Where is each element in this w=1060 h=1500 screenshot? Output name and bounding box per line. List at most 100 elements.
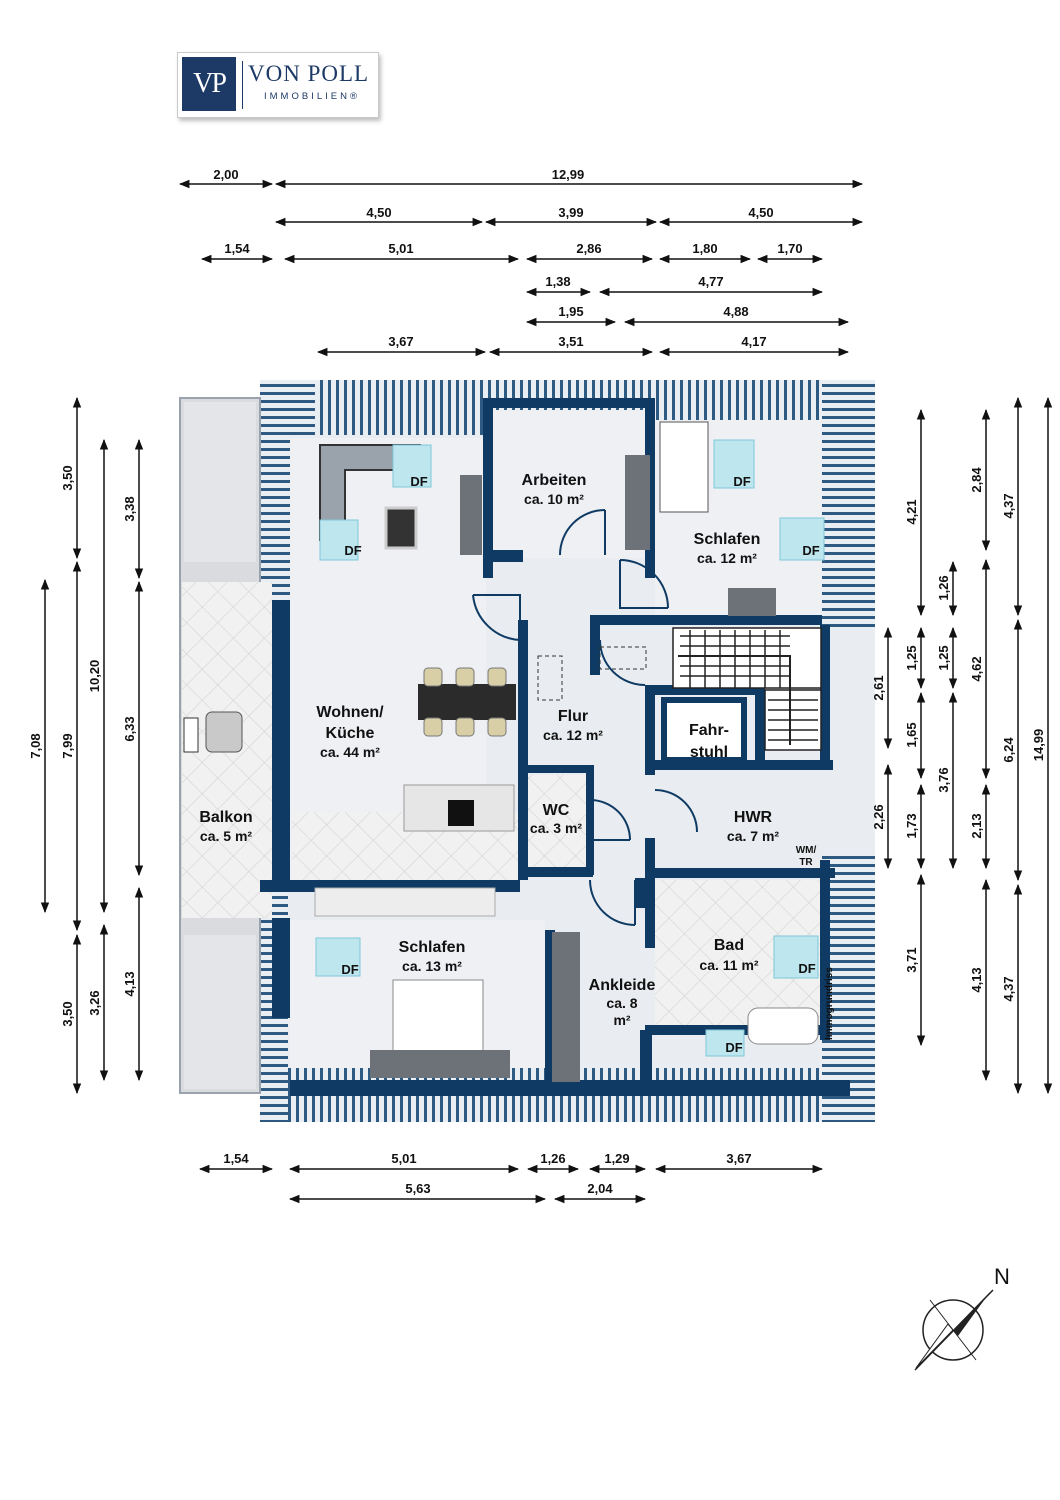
room-area-bad: ca. 11 m² <box>699 957 758 973</box>
dimension-label: 1,29 <box>604 1151 629 1166</box>
dimension-label: 3,50 <box>60 465 75 490</box>
dimension-label: 2,26 <box>871 804 886 829</box>
washer-label-line1: WM/ <box>796 845 817 856</box>
skylight-label: DF <box>344 543 361 558</box>
room-area-balkon: ca. 5 m² <box>200 828 252 844</box>
room-name-wc: WC <box>543 802 570 819</box>
logo-name: VON POLL <box>248 61 370 86</box>
room-area-arbeiten: ca. 10 m² <box>524 491 584 507</box>
dimension-label: 4,62 <box>969 656 984 681</box>
dimension-label: 4,50 <box>366 205 391 220</box>
dimension-label: 4,37 <box>1001 976 1016 1001</box>
elevator <box>661 697 747 763</box>
room-area-hwr: ca. 7 m² <box>727 828 779 844</box>
room-wc <box>527 775 587 868</box>
dimension-label: 3,38 <box>122 496 137 521</box>
dimension-label: 7,08 <box>28 733 43 758</box>
room-name-bad: Bad <box>714 937 744 954</box>
dimension-label: 4,13 <box>969 967 984 992</box>
dimension-label: 3,76 <box>936 767 951 792</box>
balcony-roof-top <box>184 402 256 562</box>
room-name-schlafen-top: Schlafen <box>694 531 761 548</box>
compass-icon <box>914 1289 994 1371</box>
dimension-label: 1,25 <box>904 645 919 670</box>
balcony-roof-bottom <box>184 935 256 1089</box>
room-arbeiten <box>490 410 650 558</box>
room-name-arbeiten: Arbeiten <box>522 472 587 489</box>
dimension-label: 1,25 <box>936 645 951 670</box>
roof-slope-right-top <box>822 380 875 630</box>
dimension-label: 1,73 <box>904 813 919 838</box>
skylight-label: DF <box>798 961 815 976</box>
dimension-label: 4,13 <box>122 971 137 996</box>
dimension-label: 3,26 <box>87 990 102 1015</box>
elevator-label-line2: stuhl <box>690 744 728 761</box>
room-name-wohnen-line1: Wohnen/ <box>316 704 384 721</box>
skylight-label: DF <box>341 962 358 977</box>
dimension-label: 3,67 <box>388 334 413 349</box>
dimension-label: 2,00 <box>213 167 238 182</box>
dimension-label: 4,50 <box>748 205 773 220</box>
room-name-ankleide: Ankleide <box>589 977 656 994</box>
dimension-label: 14,99 <box>1031 729 1046 762</box>
dimension-label: 2,04 <box>587 1181 613 1196</box>
dimension-label: 1,38 <box>545 274 570 289</box>
dimension-label: 2,84 <box>969 467 984 493</box>
dimension-label: 4,88 <box>723 304 748 319</box>
door-swings <box>472 509 698 926</box>
dimension-lines <box>40 179 1053 1204</box>
logo-mark: VP <box>182 57 236 111</box>
dimension-label: 3,50 <box>60 1001 75 1026</box>
dimension-label: 4,17 <box>741 334 766 349</box>
dimension-label: 4,37 <box>1001 493 1016 518</box>
dimension-label: 5,01 <box>388 241 413 256</box>
skylight-label: DF <box>802 543 819 558</box>
skylights <box>315 439 825 1057</box>
room-name-schlafen-bottom: Schlafen <box>399 939 466 956</box>
room-name-hwr: HWR <box>734 809 773 826</box>
skylight-label: DF <box>410 474 427 489</box>
logo-subtitle: IMMOBILIEN® <box>264 91 360 102</box>
logo-separator <box>242 61 243 109</box>
watermark-text: Immogrundriss <box>824 967 835 1040</box>
dimension-label: 3,71 <box>904 947 919 972</box>
north-label: N <box>994 1264 1010 1289</box>
dimension-label: 3,67 <box>726 1151 751 1166</box>
room-area-wohnen: ca. 44 m² <box>320 744 380 760</box>
dimension-label: 5,01 <box>391 1151 416 1166</box>
dimension-label: 1,95 <box>558 304 583 319</box>
dimension-label: 1,54 <box>224 241 250 256</box>
dimension-label: 1,54 <box>223 1151 249 1166</box>
dimension-label: 4,77 <box>698 274 723 289</box>
room-name-flur: Flur <box>558 708 588 725</box>
dimension-label: 10,20 <box>87 660 102 693</box>
elevator-label-line1: Fahr- <box>689 722 729 739</box>
dimension-label: 2,86 <box>576 241 601 256</box>
room-area-schlafen-top: ca. 12 m² <box>697 550 757 566</box>
skylight-label: DF <box>725 1040 742 1055</box>
room-area-wc: ca. 3 m² <box>530 820 582 836</box>
dimension-label: 3,51 <box>558 334 583 349</box>
room-area-schlafen-bottom: ca. 13 m² <box>402 958 462 974</box>
dimension-label: 3,99 <box>558 205 583 220</box>
dimension-label: 1,70 <box>777 241 802 256</box>
dimension-label: 7,99 <box>60 733 75 758</box>
room-name-wohnen-line2: Küche <box>326 725 375 742</box>
dimension-label: 2,61 <box>871 675 886 700</box>
dimension-label: 6,33 <box>122 716 137 741</box>
room-area-ankleide-line2: m² <box>613 1012 630 1028</box>
roof-slope-right-bottom <box>822 855 875 1122</box>
company-logo: VP VON POLL IMMOBILIEN® <box>177 52 379 118</box>
dimension-label: 1,80 <box>692 241 717 256</box>
staircase <box>672 627 822 751</box>
dimension-label: 1,26 <box>936 575 951 600</box>
room-area-ankleide-line1: ca. 8 <box>606 995 637 1011</box>
dimension-label: 1,65 <box>904 722 919 747</box>
dimension-label: 12,99 <box>552 167 585 182</box>
dimension-label: 4,21 <box>904 499 919 524</box>
skylight-label: DF <box>733 474 750 489</box>
dimension-label: 1,26 <box>540 1151 565 1166</box>
dimension-label: 6,24 <box>1001 737 1016 763</box>
room-name-balkon: Balkon <box>199 809 252 826</box>
